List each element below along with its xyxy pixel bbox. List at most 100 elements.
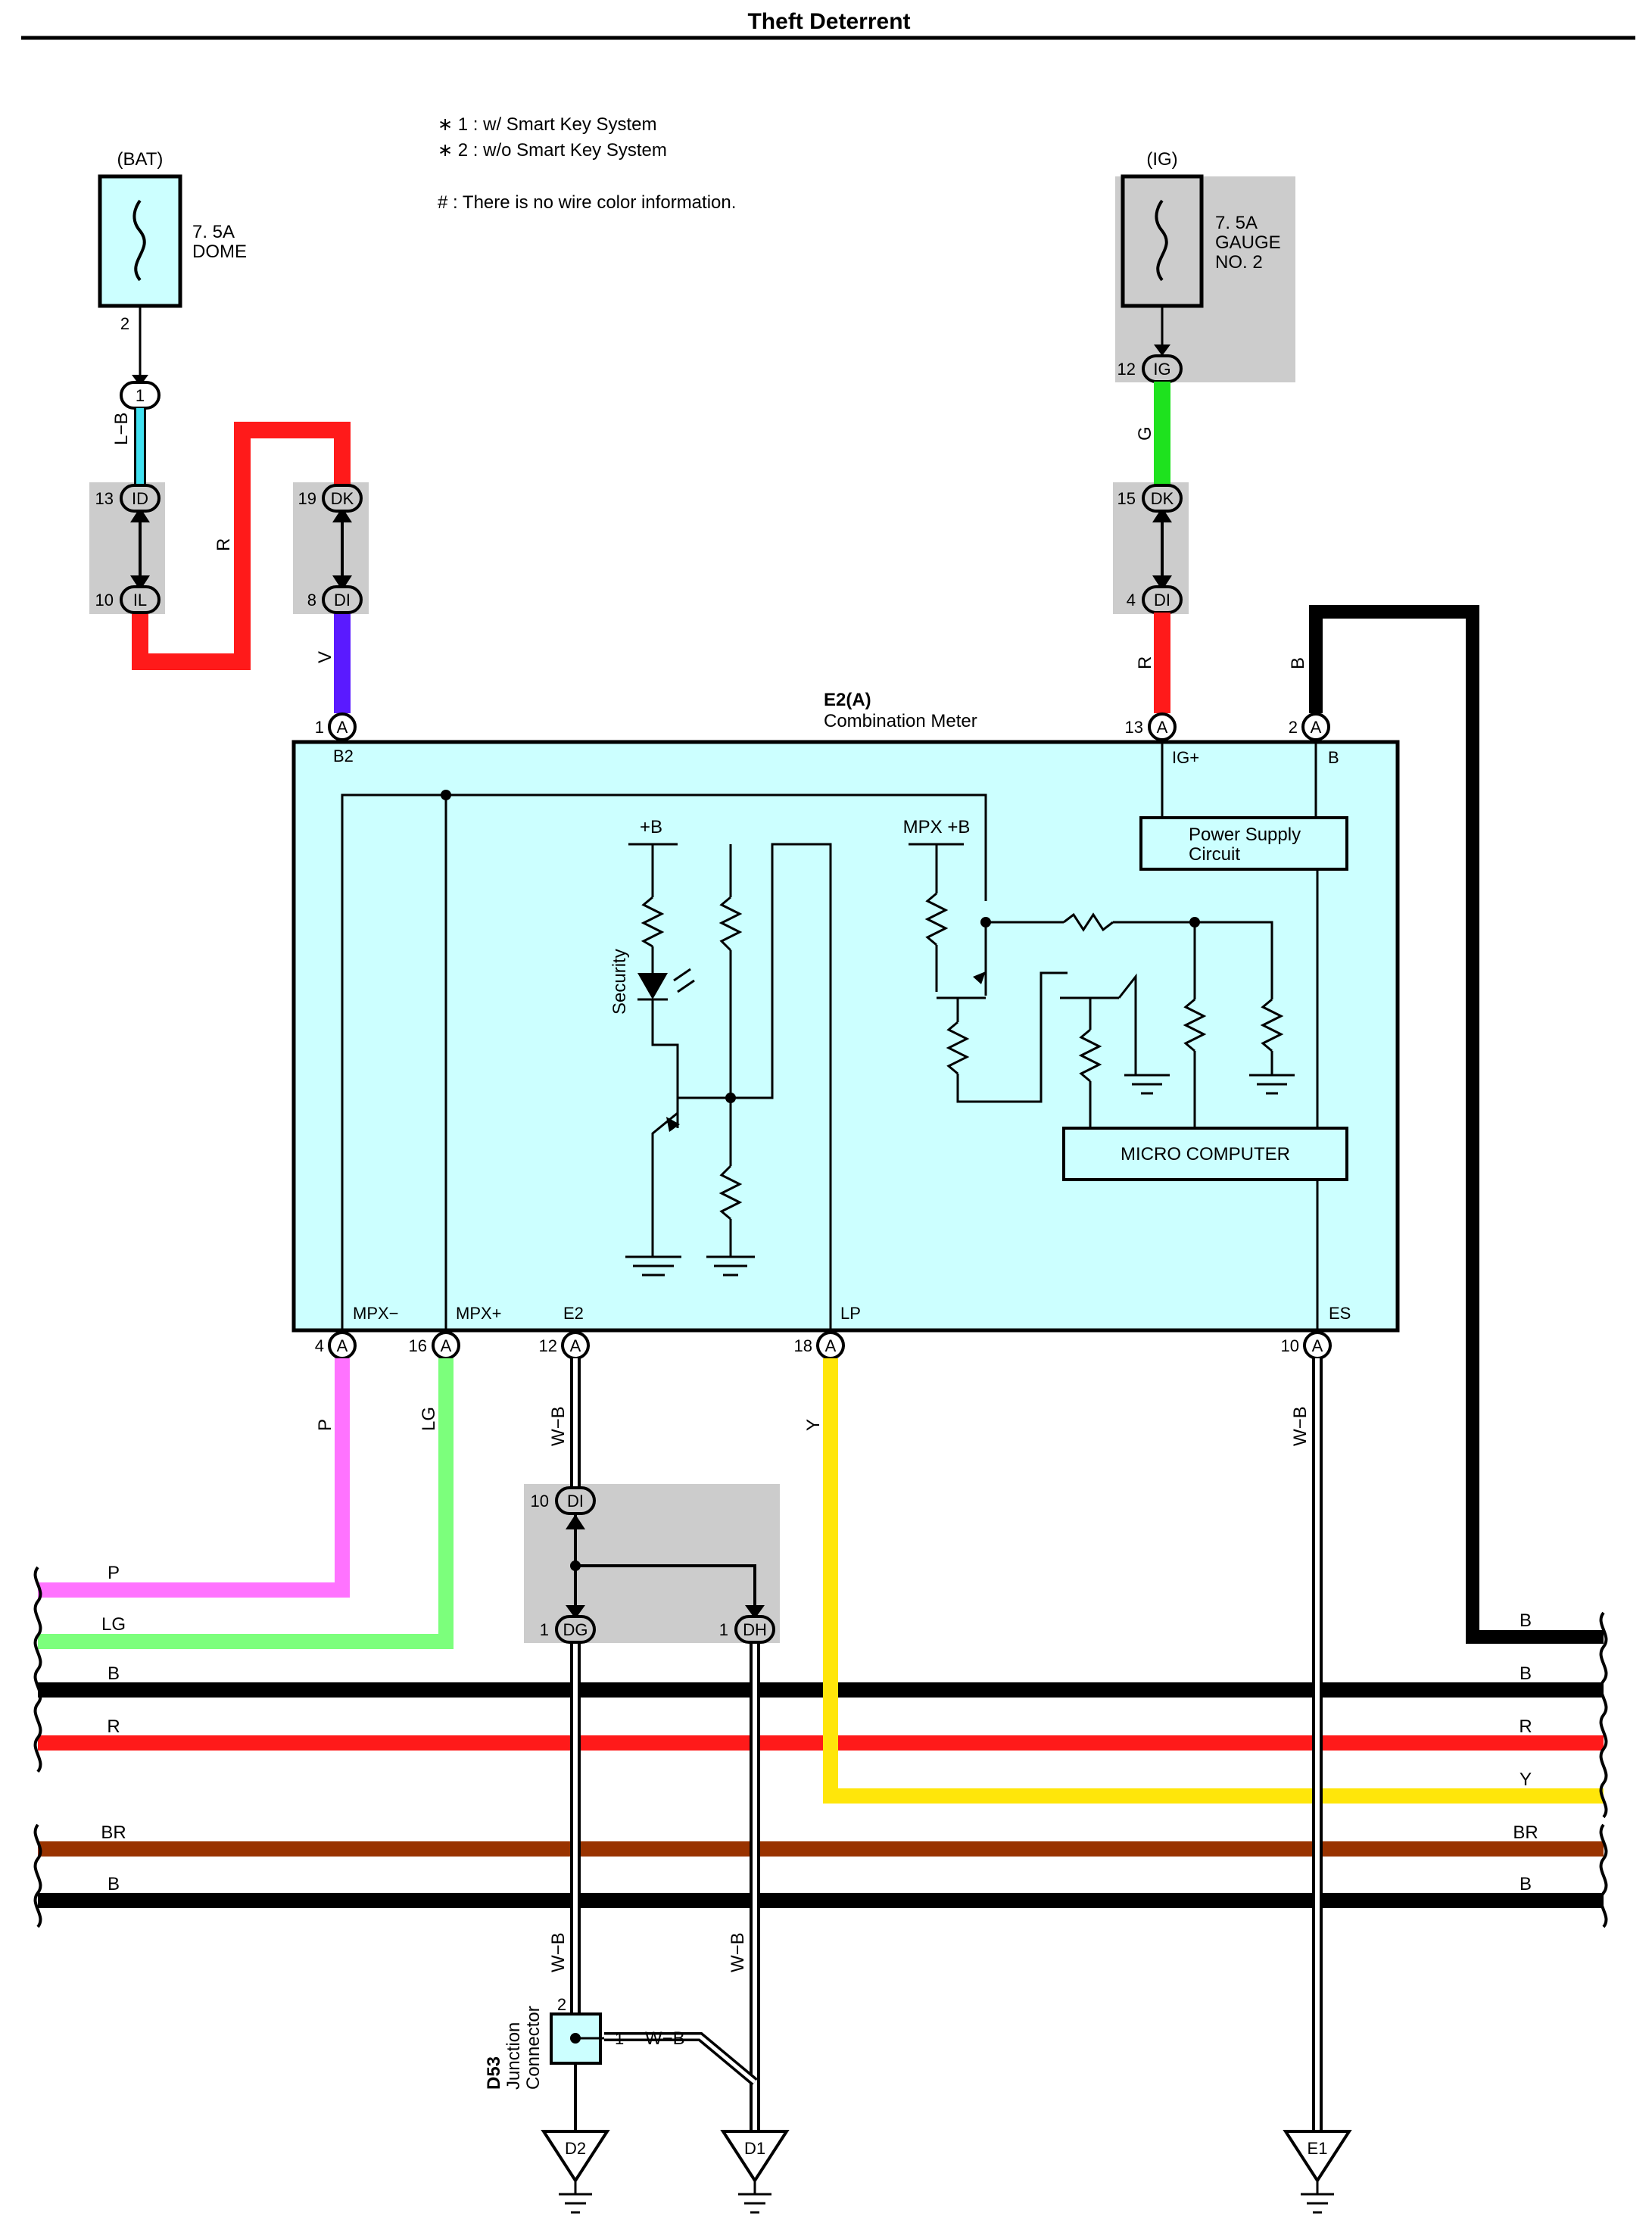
junction-dot — [1189, 917, 1200, 928]
pin-b-conn: A — [1311, 718, 1322, 737]
connector-ig-pin: 12 — [1117, 360, 1136, 379]
bus-right-label: B — [1520, 1874, 1532, 1894]
fuse-gauge-name1: GAUGE — [1215, 232, 1281, 253]
fuse-gauge-box — [1121, 174, 1204, 308]
note-no-wire-color: # : There is no wire color information. — [438, 192, 736, 213]
wire-label-wb-es: W−B — [1290, 1406, 1311, 1446]
security-label: Security — [609, 949, 630, 1015]
connector-dh-label: DH — [743, 1620, 767, 1639]
junction-dot — [980, 917, 991, 928]
fuse-gauge-name2: NO. 2 — [1215, 252, 1263, 273]
junction-connector-d53: 2 1 D53 Junction Connector — [484, 1995, 624, 2090]
pin-b-num: 2 — [1289, 718, 1298, 737]
wire-label-wb-dg: W−B — [548, 1932, 569, 1972]
wire-label-wb-e2: W−B — [548, 1406, 569, 1446]
pin-ig-plus-num: 13 — [1125, 718, 1143, 737]
junction-dot — [441, 790, 451, 800]
wire-label-lg: LG — [419, 1407, 439, 1431]
pin-e2-num: 12 — [539, 1336, 557, 1355]
junction-dot — [570, 1560, 581, 1571]
pin-mpx-plus-term: MPX+ — [456, 1304, 502, 1323]
wire-label-g: G — [1135, 426, 1155, 441]
wire-r-loop — [132, 422, 351, 670]
pin-e2-conn: A — [570, 1336, 581, 1355]
bus-wires — [38, 1682, 1604, 1908]
inline-connector-label: 1 — [136, 386, 145, 405]
page-title: Theft Deterrent — [747, 9, 910, 34]
bus-right-label: Y — [1520, 1769, 1532, 1790]
fuse-symbol-icon — [1155, 199, 1168, 282]
connector-dh-pin: 1 — [719, 1620, 728, 1639]
bus-right-label: BR — [1513, 1822, 1538, 1843]
wire-lg — [38, 1358, 454, 1649]
connector-di-left-pin: 8 — [307, 591, 316, 610]
fuse-dome-source: (BAT) — [117, 149, 164, 170]
arrow-icon — [1154, 344, 1170, 356]
micro-computer-label: MICRO COMPUTER — [1121, 1144, 1290, 1164]
junction-bottom: DI 10 DG 1 DH 1 — [531, 1486, 775, 1644]
connector-il — [120, 585, 161, 614]
bus-left-label: P — [108, 1563, 120, 1583]
wb-wires — [570, 1358, 1323, 2131]
connector-id-pin: 13 — [95, 489, 114, 508]
connector-dk-right-label: DK — [1151, 489, 1174, 508]
wire-label-wb-dh: W−B — [728, 1932, 748, 1972]
pin-b2 — [328, 712, 357, 741]
meter-pins-bottom: MPX− MPX+ E2 LP ES A 4 A 16 A 12 A 18 A … — [315, 1304, 1351, 1360]
pin-es-term: ES — [1329, 1304, 1351, 1323]
ground-e1-label: E1 — [1308, 2139, 1328, 2158]
connector-id — [120, 484, 161, 513]
wire-label-p: P — [315, 1419, 335, 1431]
power-supply-line1: Power Supply — [1189, 825, 1301, 845]
pin-b-term: B — [1328, 748, 1339, 767]
fuse-gauge: (IG) 7. 5A GAUGE NO. 2 — [1121, 149, 1281, 308]
connector-il-pin: 10 — [95, 591, 114, 610]
wire-label-y: Y — [803, 1419, 824, 1431]
junction-connector-line1: Junction — [503, 2022, 524, 2090]
junction-connector-id: D53 — [484, 2056, 504, 2090]
connector-di-left-label: DI — [334, 591, 351, 610]
bus-left-label: B — [108, 1663, 120, 1684]
ground-d1-label: D1 — [744, 2139, 765, 2158]
power-supply-circuit — [1139, 816, 1348, 871]
pin-mpx-plus-num: 16 — [409, 1336, 427, 1355]
pin-mpx-minus-conn: A — [337, 1336, 348, 1355]
wire-label-wb-junction: W−B — [645, 2028, 685, 2049]
bus-left-label: B — [108, 1874, 120, 1894]
pin-e2-term: E2 — [563, 1304, 584, 1323]
connector-ig-label: IG — [1153, 360, 1170, 379]
notes: ∗ 1 : w/ Smart Key System ∗ 2 : w/o Smar… — [438, 114, 736, 213]
meter-id: E2(A) — [824, 690, 871, 710]
wire-b-ground — [1309, 605, 1604, 1644]
pin-mpx-plus-conn: A — [441, 1336, 452, 1355]
pin-es-conn: A — [1312, 1336, 1323, 1355]
connector-dk-right — [1142, 484, 1183, 513]
power-supply-line2: Circuit — [1189, 844, 1240, 865]
junction-connector-pin2: 2 — [557, 1995, 566, 2014]
pin-lp-conn: A — [825, 1336, 837, 1355]
connector-dk-right-pin: 15 — [1117, 489, 1136, 508]
junction-connector-line2: Connector — [523, 2006, 544, 2090]
transistor-arrow-icon — [973, 971, 986, 984]
wire-label-v: V — [315, 651, 335, 663]
connector-di-bottom-label: DI — [567, 1492, 584, 1510]
wire-label-r2: R — [1135, 656, 1155, 669]
security-led-icon — [637, 968, 695, 1001]
arrow-icon — [132, 375, 148, 386]
connector-di-left — [322, 585, 363, 614]
pin-es-num: 10 — [1281, 1336, 1299, 1355]
connector-di-right-pin: 4 — [1127, 591, 1136, 610]
wire-label-lb: L−B — [111, 413, 132, 445]
bus-labels-right: B B R Y BR B — [1513, 1610, 1538, 1894]
ground-d2-label: D2 — [565, 2139, 586, 2158]
fuse-dome-rating: 7. 5A — [192, 222, 235, 242]
mpx-plus-b-label: MPX +B — [903, 817, 971, 837]
pin-mpx-minus-term: MPX− — [353, 1304, 399, 1323]
junction-dot — [725, 1093, 736, 1103]
connector-dg-pin: 1 — [540, 1620, 549, 1639]
connector-dk-left-label: DK — [331, 489, 354, 508]
pin-mpx-minus-num: 4 — [315, 1336, 324, 1355]
meter-name: Combination Meter — [824, 711, 977, 731]
pin-ig-plus-term: IG+ — [1172, 748, 1199, 767]
